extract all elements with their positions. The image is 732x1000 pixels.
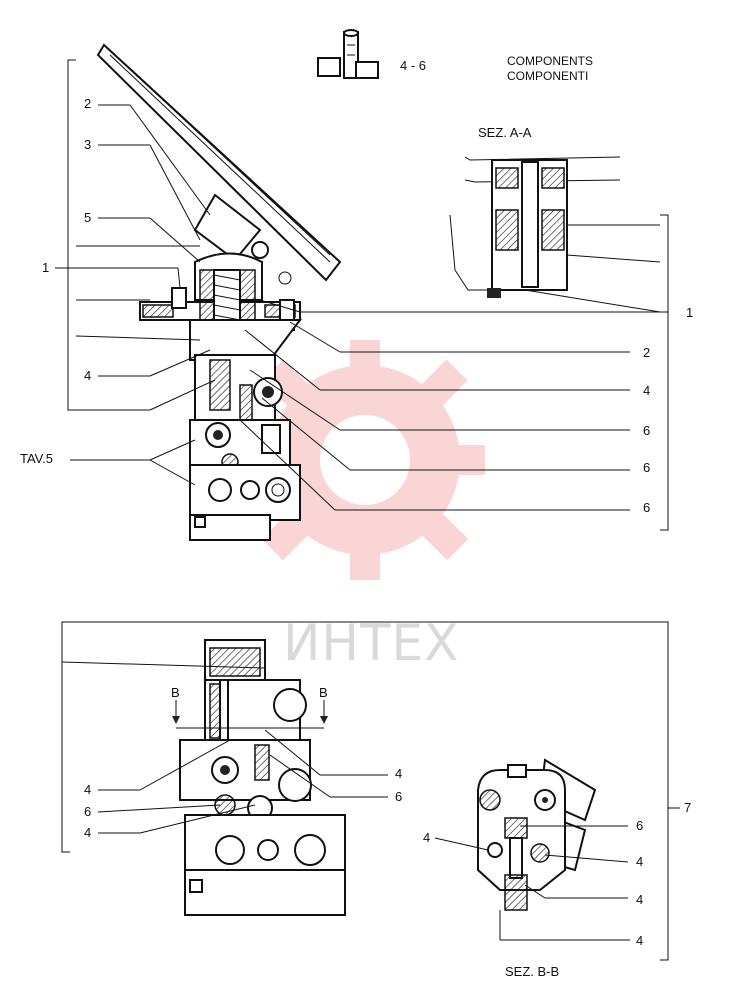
callout-4-bottom-mid: 4: [395, 766, 402, 781]
callout-4a-bottom-left: 4: [84, 782, 91, 797]
callout-7-bracket: 7: [684, 800, 691, 815]
left-bracket-bottom: [61, 621, 70, 853]
callout-6-bottom-mid: 6: [395, 789, 402, 804]
section-bb-elevation: [179, 639, 346, 916]
title-components: COMPONENTS: [507, 54, 593, 68]
leaders-top-right: [239, 299, 668, 511]
section-bb-title: SEZ. B-B: [505, 964, 559, 979]
cut-marker-b-left: B: [171, 685, 180, 700]
tav-leaders: [70, 439, 196, 486]
leaders-top-left: [55, 104, 216, 411]
callout-3-top-left: 3: [84, 137, 91, 152]
callout-6-section-bb: 6: [636, 818, 643, 833]
brake-pedal: [96, 43, 342, 285]
cut-line-b: [172, 700, 328, 729]
section-aa-title: SEZ. A-A: [478, 125, 532, 140]
components-icon: [317, 29, 379, 79]
callout-2-top-right: 2: [643, 345, 650, 360]
leaders-section-bb: [434, 807, 680, 899]
leader-bottom-top: [61, 661, 266, 669]
callout-6b-top-right: 6: [643, 460, 650, 475]
right-bracket-bottom: [660, 621, 669, 961]
callout-4-top-left: 4: [84, 368, 91, 383]
callout-4b-bottom-left: 4: [84, 825, 91, 840]
callout-4-top-right: 4: [643, 383, 650, 398]
callout-4-section-bb-left: 4: [423, 830, 430, 845]
cut-marker-b-right: B: [319, 685, 328, 700]
watermark-text: ИНТЕХ: [283, 614, 459, 672]
callout-6-bottom-left: 6: [84, 804, 91, 819]
callout-2-top-left: 2: [84, 96, 91, 111]
page-reference: 4 - 6: [400, 58, 426, 73]
callout-6a-top-right: 6: [643, 423, 650, 438]
tav-reference: TAV.5: [20, 451, 53, 466]
callout-4b-section-bb: 4: [636, 892, 643, 907]
title-componenti: COMPONENTI: [507, 69, 588, 83]
top-valve-assembly: [139, 252, 302, 541]
callout-4c-section-bb: 4: [636, 933, 643, 948]
left-bracket-top: [67, 59, 76, 411]
callout-1-top-right: 1: [686, 305, 693, 320]
callout-6c-top-right: 6: [643, 500, 650, 515]
section-bb-drawing: [477, 758, 630, 941]
section-aa-drawing: [449, 156, 661, 313]
callout-1-top-left: 1: [42, 260, 49, 275]
leaders-bottom-left: [97, 729, 388, 834]
callout-5-top-left: 5: [84, 210, 91, 225]
callout-4a-section-bb: 4: [636, 854, 643, 869]
right-bracket-top: [660, 214, 669, 531]
